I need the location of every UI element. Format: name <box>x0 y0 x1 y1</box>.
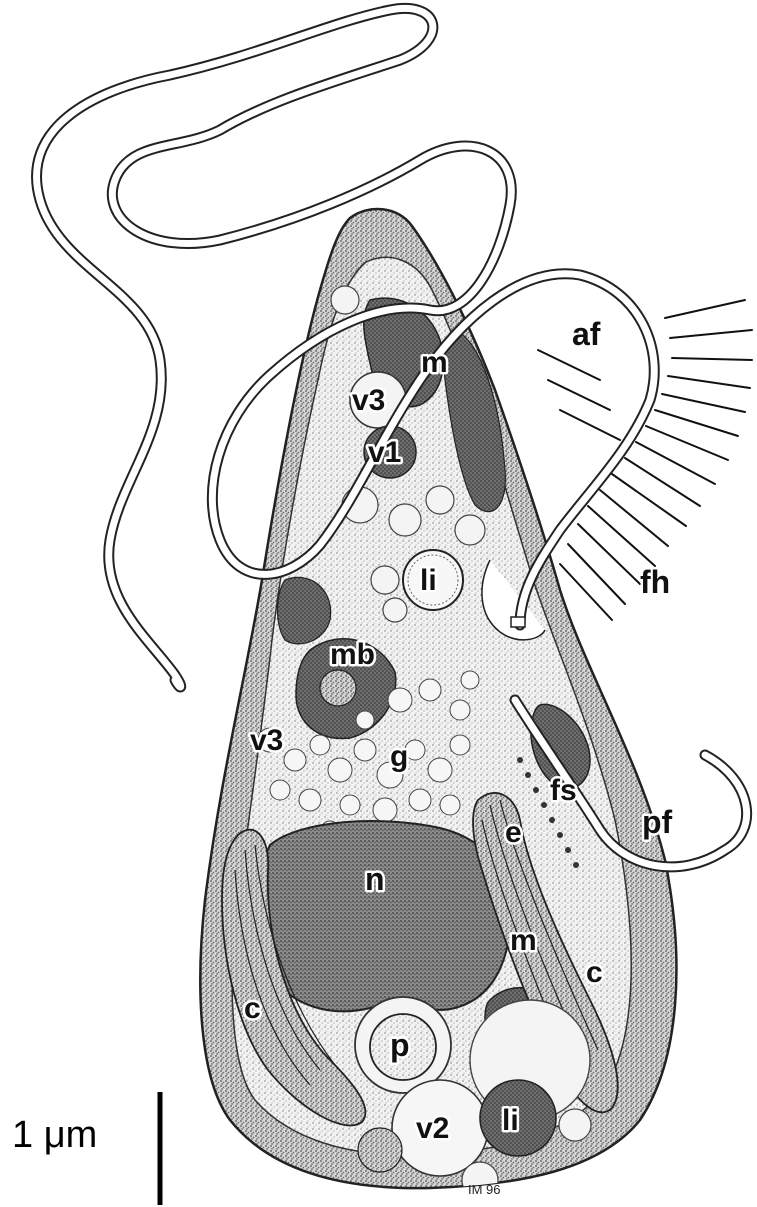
label-v3-top: v3 <box>352 384 385 417</box>
nucleus <box>258 821 512 1011</box>
label-mb: mb <box>330 638 375 671</box>
label-li-low: li <box>502 1104 519 1137</box>
label-c-left: c <box>244 992 261 1025</box>
label-fh: fh <box>640 564 670 600</box>
label-af: af <box>572 316 601 352</box>
label-n: n <box>365 861 385 897</box>
label-m-low: m <box>510 924 537 957</box>
scale-bar-label: 1 μm <box>12 1114 97 1156</box>
label-v3-mid: v3 <box>250 724 283 757</box>
label-e: e <box>505 816 522 849</box>
label-p: p <box>390 1027 410 1063</box>
label-v1: v1 <box>368 436 401 469</box>
label-pf: pf <box>642 804 673 840</box>
label-m-top: m <box>421 346 448 379</box>
scale-bar: 1 μm <box>12 1092 160 1205</box>
label-g: g <box>390 740 408 773</box>
label-c-right: c <box>586 956 603 989</box>
label-li-mid: li <box>420 564 437 597</box>
label-v2: v2 <box>416 1112 449 1145</box>
label-fs: fs <box>550 774 577 807</box>
artist-signature: IM 96 <box>468 1182 501 1197</box>
